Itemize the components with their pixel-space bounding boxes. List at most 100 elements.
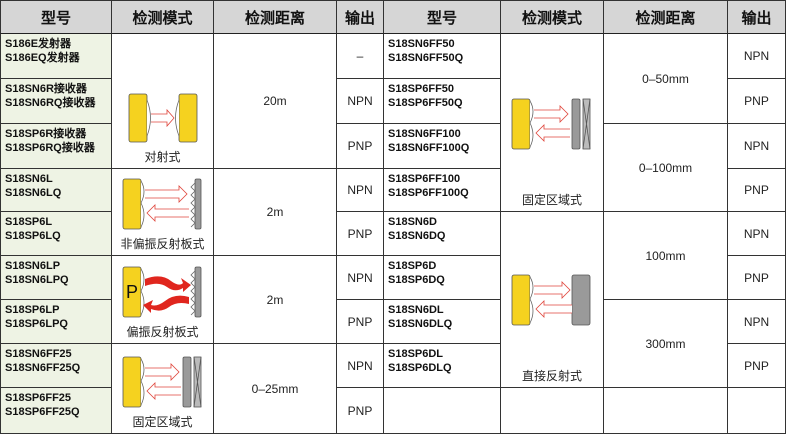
model-name: S18SN6DL — [388, 304, 444, 316]
output-cell: NPN — [728, 300, 786, 344]
model-cell: S18SP6L S18SP6LQ — [0, 212, 112, 256]
model-name: S18SP6FF100Q — [388, 187, 469, 199]
model-name: S18SP6R接收器 — [5, 128, 87, 140]
output-cell: PNP — [337, 388, 384, 434]
header-distance-left: 检测距离 — [214, 0, 337, 34]
model-name: S18SP6FF50 — [388, 83, 455, 95]
model-cell: S186E发射器 S186EQ发射器 — [0, 34, 112, 79]
model-name: S186E发射器 — [5, 38, 72, 50]
model-cell: S18SN6D S18SN6DQ — [384, 212, 501, 256]
model-name: S18SP6L — [5, 216, 53, 228]
output-cell: – — [337, 34, 384, 79]
mode-cell-diffuse: 直接反射式 — [501, 212, 604, 388]
distance-cell: 300mm — [604, 300, 728, 388]
diffuse-mode-icon — [511, 274, 591, 326]
mode-cell-opposed: 对射式 — [112, 34, 214, 169]
header-output-left: 输出 — [337, 0, 384, 34]
model-name: S18SN6RQ接收器 — [5, 97, 96, 109]
model-name: S18SP6DL — [388, 348, 444, 360]
model-name: S18SP6LP — [5, 304, 60, 316]
output-cell: NPN — [728, 124, 786, 169]
output-cell: NPN — [337, 344, 384, 388]
fixed-field-icon — [511, 98, 591, 150]
polarized-retroreflective-icon: P — [122, 266, 201, 318]
model-name: S18SN6DQ — [388, 230, 446, 242]
model-name: S18SN6L — [5, 173, 53, 185]
mode-caption: 固定区域式 — [132, 415, 193, 429]
mode-cell-non-polarized: 非偏振反射板式 — [112, 169, 214, 256]
model-name: S18SN6FF50 — [388, 38, 455, 50]
output-cell: PNP — [337, 300, 384, 344]
model-name: S18SN6DLQ — [388, 318, 453, 330]
model-name: S18SP6D — [388, 260, 437, 272]
model-name: S18SN6FF100 — [388, 128, 461, 140]
model-name: S18SP6FF100 — [388, 173, 461, 185]
output-cell: NPN — [337, 169, 384, 212]
model-name: S18SP6FF25Q — [5, 406, 80, 418]
mode-caption: 偏振反射板式 — [126, 325, 199, 339]
model-cell: S18SP6R接收器 S18SP6RQ接收器 — [0, 124, 112, 169]
output-cell: NPN — [337, 256, 384, 300]
non-polarized-retroreflective-icon — [122, 178, 201, 230]
model-cell: S18SP6D S18SP6DQ — [384, 256, 501, 300]
output-cell: PNP — [728, 169, 786, 212]
model-cell: S18SP6DL S18SP6DLQ — [384, 344, 501, 388]
header-mode-left: 检测模式 — [112, 0, 214, 34]
output-cell: NPN — [728, 212, 786, 256]
output-cell: PNP — [728, 79, 786, 124]
mode-cell-empty — [501, 388, 604, 434]
model-name: S18SP6DQ — [388, 274, 445, 286]
distance-cell: 2m — [214, 169, 337, 256]
distance-cell: 0–50mm — [604, 34, 728, 124]
output-cell: NPN — [728, 34, 786, 79]
model-name: S186EQ发射器 — [5, 52, 80, 64]
model-name: S18SN6LP — [5, 260, 61, 272]
header-model-left: 型号 — [0, 0, 112, 34]
distance-cell: 20m — [214, 34, 337, 169]
mode-cell-fixed-field: 固定区域式 — [501, 34, 604, 212]
model-name: S18SP6FF25 — [5, 392, 72, 404]
model-name: S18SN6D — [388, 216, 437, 228]
output-cell: NPN — [337, 79, 384, 124]
model-name: S18SP6RQ接收器 — [5, 142, 95, 154]
mode-cell-polarized: P 偏振反射板式 — [112, 256, 214, 344]
sensor-model-table: 型号 检测模式 检测距离 输出 型号 检测模式 检测距离 输出 S186E发射器… — [0, 0, 786, 434]
model-name: S18SN6FF50Q — [388, 52, 464, 64]
model-name: S18SP6DLQ — [388, 362, 452, 374]
mode-caption: 直接反射式 — [521, 369, 582, 383]
model-name: S18SP6LQ — [5, 230, 61, 242]
header-distance-right: 检测距离 — [604, 0, 728, 34]
output-cell: PNP — [728, 344, 786, 388]
mode-caption: 固定区域式 — [521, 193, 582, 207]
model-name: S18SN6LPQ — [5, 274, 69, 286]
model-cell: S18SN6LP S18SN6LPQ — [0, 256, 112, 300]
output-cell-empty — [728, 388, 786, 434]
model-name: S18SN6R接收器 — [5, 83, 87, 95]
distance-cell: 0–100mm — [604, 124, 728, 212]
model-cell: S18SN6R接收器 S18SN6RQ接收器 — [0, 79, 112, 124]
mode-cell-fixed-field: 固定区域式 — [112, 344, 214, 434]
fixed-field-icon — [122, 356, 201, 408]
output-cell: PNP — [337, 212, 384, 256]
header-output-right: 输出 — [728, 0, 786, 34]
distance-cell: 2m — [214, 256, 337, 344]
mode-caption: 非偏振反射板式 — [120, 237, 205, 251]
model-name: S18SN6FF100Q — [388, 142, 470, 154]
header-mode-right: 检测模式 — [501, 0, 604, 34]
model-name: S18SN6FF25Q — [5, 362, 81, 374]
model-cell: S18SN6DL S18SN6DLQ — [384, 300, 501, 344]
distance-cell: 0–25mm — [214, 344, 337, 434]
polarized-letter: P — [126, 282, 138, 302]
model-name: S18SP6FF50Q — [388, 97, 463, 109]
output-cell: PNP — [728, 256, 786, 300]
mode-caption: 对射式 — [144, 150, 181, 164]
distance-cell-empty — [604, 388, 728, 434]
